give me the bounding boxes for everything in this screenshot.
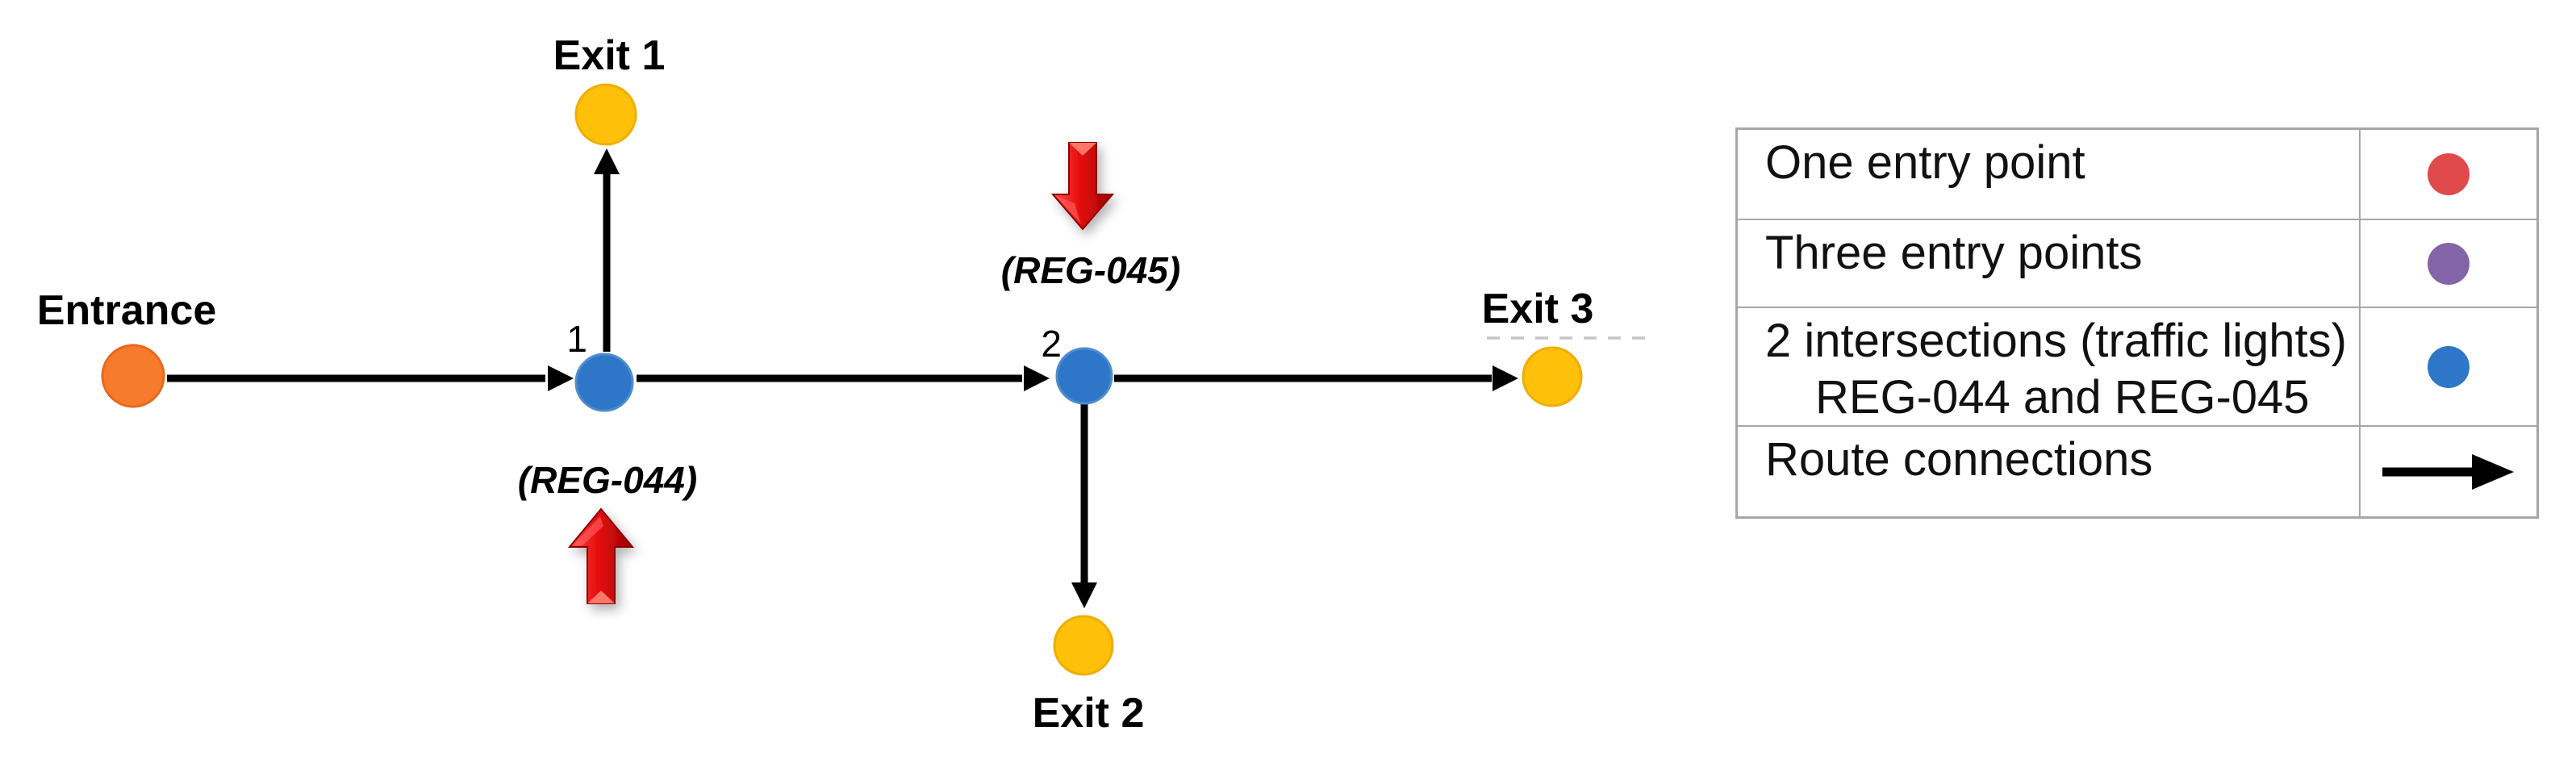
- legend-row-three-entry-points: Three entry points: [1738, 219, 2536, 307]
- intersection-1-node: [574, 353, 634, 412]
- entrance-node: [101, 344, 165, 408]
- legend-row-one-entry-point: One entry point: [1738, 130, 2536, 219]
- legend-row-intersections: 2 intersections (traffic lights) REG-044…: [1738, 307, 2536, 425]
- legend-label: Route connections: [1738, 427, 2359, 516]
- exit-1-label: Exit 1: [553, 32, 666, 79]
- legend-icon-cell: [2359, 308, 2536, 425]
- route-arrow-entrance-to-1: [167, 365, 574, 391]
- traffic-signal-down-arrow-icon: [1050, 142, 1115, 231]
- legend-label: Three entry points: [1738, 220, 2359, 307]
- legend-label: One entry point: [1738, 130, 2359, 219]
- intersection-2-node: [1055, 347, 1113, 405]
- legend-label-text: Three entry points: [1765, 227, 2143, 279]
- entrance-label: Entrance: [37, 287, 217, 334]
- legend-icon-cell: [2359, 130, 2536, 219]
- reg-045-label: (REG-045): [1001, 249, 1180, 291]
- blue-circle-icon: [2428, 345, 2470, 388]
- exit-3-node: [1522, 346, 1583, 407]
- route-arrow-2-to-exit2: [1071, 403, 1097, 608]
- route-arrow-1-to-exit1: [594, 148, 620, 352]
- exit-1-node: [574, 83, 637, 146]
- black-arrow-icon: [2382, 453, 2514, 490]
- legend-label-text: One entry point: [1765, 136, 2085, 189]
- route-arrow-2-to-exit3: [1114, 365, 1518, 391]
- legend-label: 2 intersections (traffic lights) REG-044…: [1738, 308, 2359, 425]
- legend-table: One entry point Three entry points 2 int…: [1735, 127, 2539, 519]
- legend-label-text: Route connections: [1765, 433, 2153, 486]
- intersection-2-number: 2: [1041, 323, 1062, 365]
- exit-2-node: [1053, 615, 1114, 676]
- exit-2-label: Exit 2: [1033, 690, 1145, 737]
- legend-label-text: 2 intersections (traffic lights): [1765, 315, 2347, 367]
- exit-3-label: Exit 3: [1482, 286, 1594, 332]
- legend-row-route-connections: Route connections: [1738, 425, 2536, 516]
- legend-icon-cell: [2359, 220, 2536, 307]
- legend-label-text-line2: REG-044 and REG-045: [1815, 371, 2310, 424]
- legend-icon-cell: [2359, 427, 2536, 516]
- reg-044-label: (REG-044): [518, 459, 697, 501]
- red-circle-icon: [2428, 153, 2470, 195]
- purple-circle-icon: [2428, 242, 2470, 285]
- traffic-signal-up-arrow-icon: [567, 507, 635, 604]
- intersection-1-number: 1: [566, 318, 587, 360]
- route-arrow-1-to-2: [637, 365, 1050, 391]
